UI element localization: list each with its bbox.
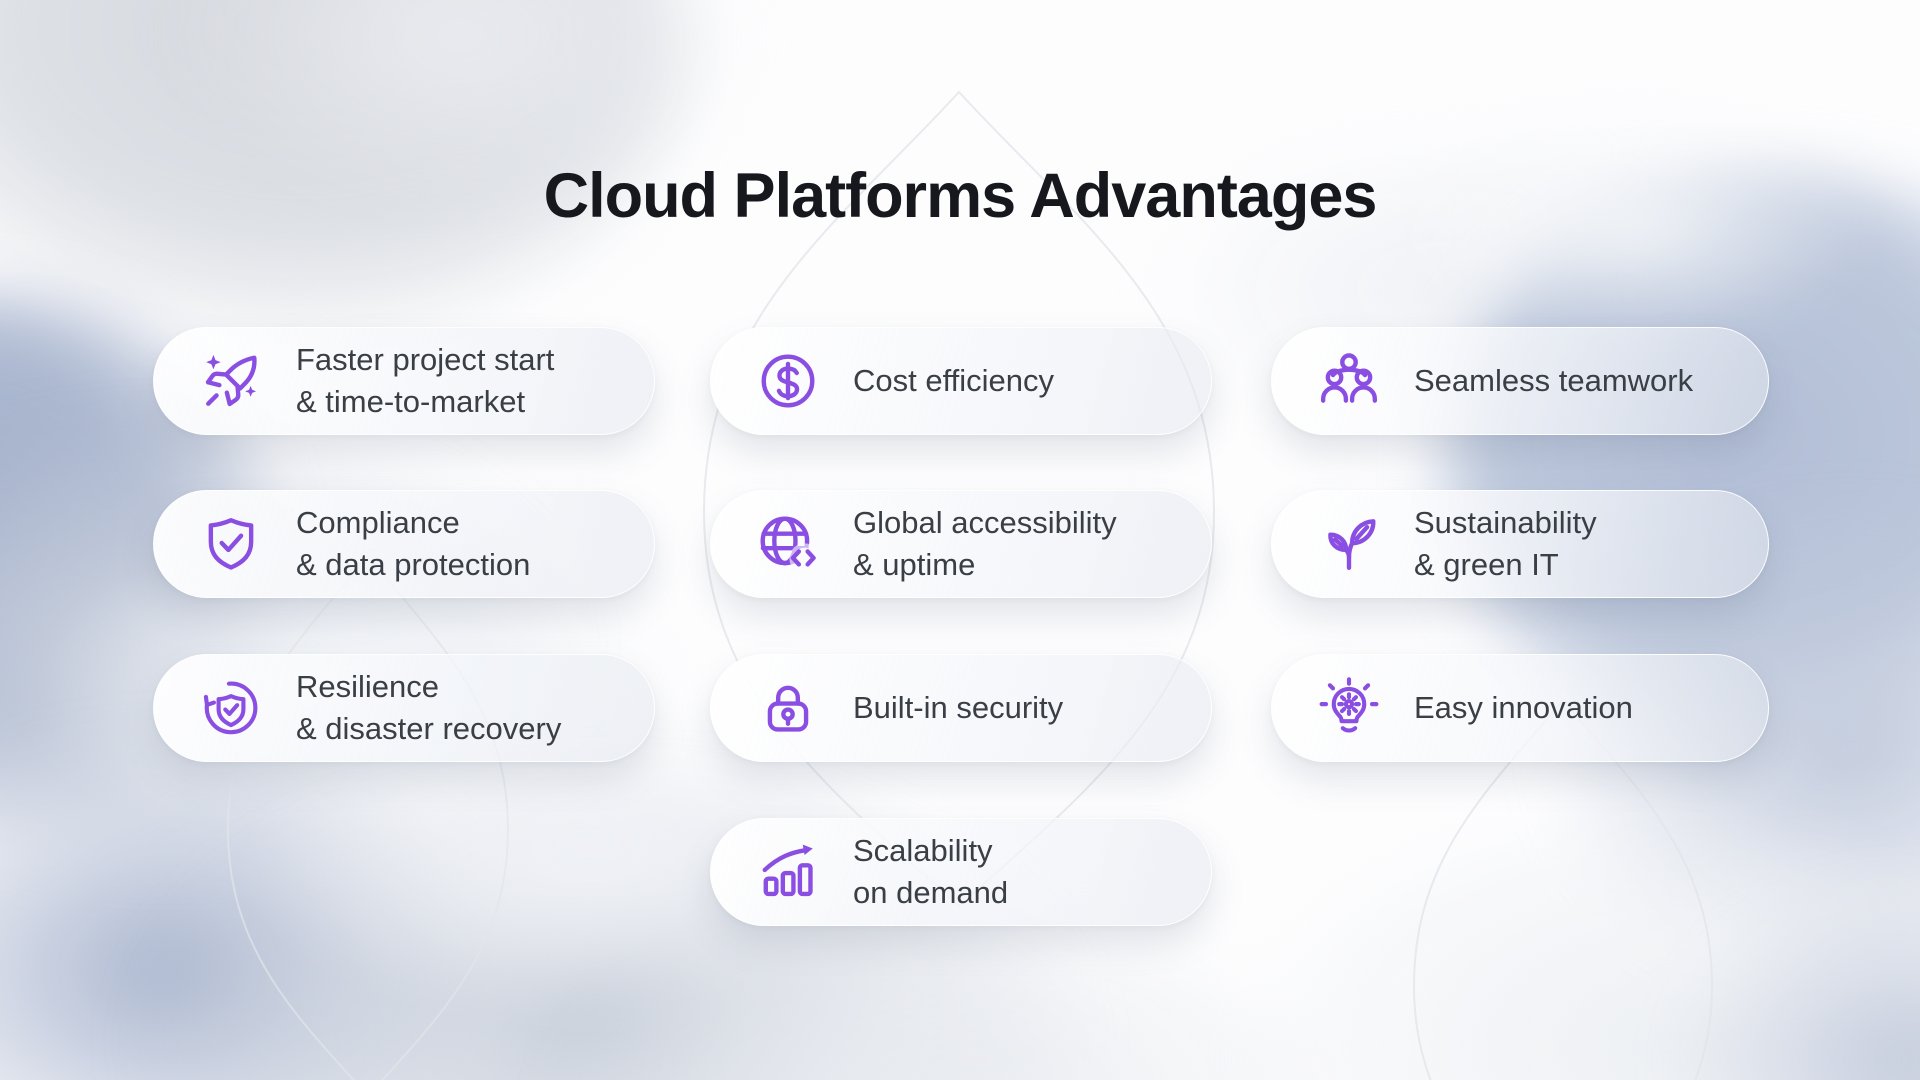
card-faster-project-start: Faster project start & time-to-market <box>153 327 655 435</box>
card-label-line: Cost efficiency <box>853 363 1055 398</box>
card-label: Seamless teamwork <box>1414 360 1693 402</box>
card-resilience: Resilience & disaster recovery <box>153 654 655 762</box>
card-label-line: & time-to-market <box>296 384 526 419</box>
dollar-circle-icon <box>757 350 819 412</box>
card-label-line: & uptime <box>853 547 976 582</box>
card-label: Sustainability & green IT <box>1414 502 1597 586</box>
card-label-line: Global accessibility <box>853 505 1117 540</box>
card-compliance: Compliance & data protection <box>153 490 655 598</box>
card-label: Global accessibility & uptime <box>853 502 1117 586</box>
card-label: Resilience & disaster recovery <box>296 666 561 750</box>
shield-check-icon <box>200 513 262 575</box>
leaf-sprout-icon <box>1318 513 1380 575</box>
card-scalability: Scalability on demand <box>710 818 1212 926</box>
card-label-line: & green IT <box>1414 547 1559 582</box>
cloud-blob <box>1390 110 1870 340</box>
card-sustainability: Sustainability & green IT <box>1271 490 1769 598</box>
team-icon <box>1318 350 1380 412</box>
card-label-line: Built-in security <box>853 690 1064 725</box>
shield-refresh-icon <box>200 677 262 739</box>
card-seamless-teamwork: Seamless teamwork <box>1271 327 1769 435</box>
lock-icon <box>757 677 819 739</box>
rocket-icon <box>200 350 262 412</box>
card-global-accessibility: Global accessibility & uptime <box>710 490 1212 598</box>
card-label-line: Scalability <box>853 833 993 868</box>
card-label-line: Compliance <box>296 505 460 540</box>
card-cost-efficiency: Cost efficiency <box>710 327 1212 435</box>
card-label-line: Resilience <box>296 669 440 704</box>
card-label-line: Seamless teamwork <box>1414 363 1694 398</box>
card-label: Scalability on demand <box>853 830 1008 914</box>
card-label: Compliance & data protection <box>296 502 530 586</box>
bar-chart-growth-icon <box>757 841 819 903</box>
card-easy-innovation: Easy innovation <box>1271 654 1769 762</box>
card-label-line: Easy innovation <box>1414 690 1633 725</box>
card-label: Easy innovation <box>1414 687 1633 729</box>
card-label-line: Sustainability <box>1414 505 1597 540</box>
card-built-in-security: Built-in security <box>710 654 1212 762</box>
globe-code-icon <box>757 513 819 575</box>
card-label: Built-in security <box>853 687 1063 729</box>
card-label-line: & data protection <box>296 547 531 582</box>
card-label-line: Faster project start <box>296 342 555 377</box>
card-label: Cost efficiency <box>853 360 1054 402</box>
card-label: Faster project start & time-to-market <box>296 339 554 423</box>
page-title: Cloud Platforms Advantages <box>543 161 1378 232</box>
lightbulb-gear-icon <box>1318 677 1380 739</box>
card-label-line: on demand <box>853 875 1009 910</box>
card-label-line: & disaster recovery <box>296 711 562 746</box>
